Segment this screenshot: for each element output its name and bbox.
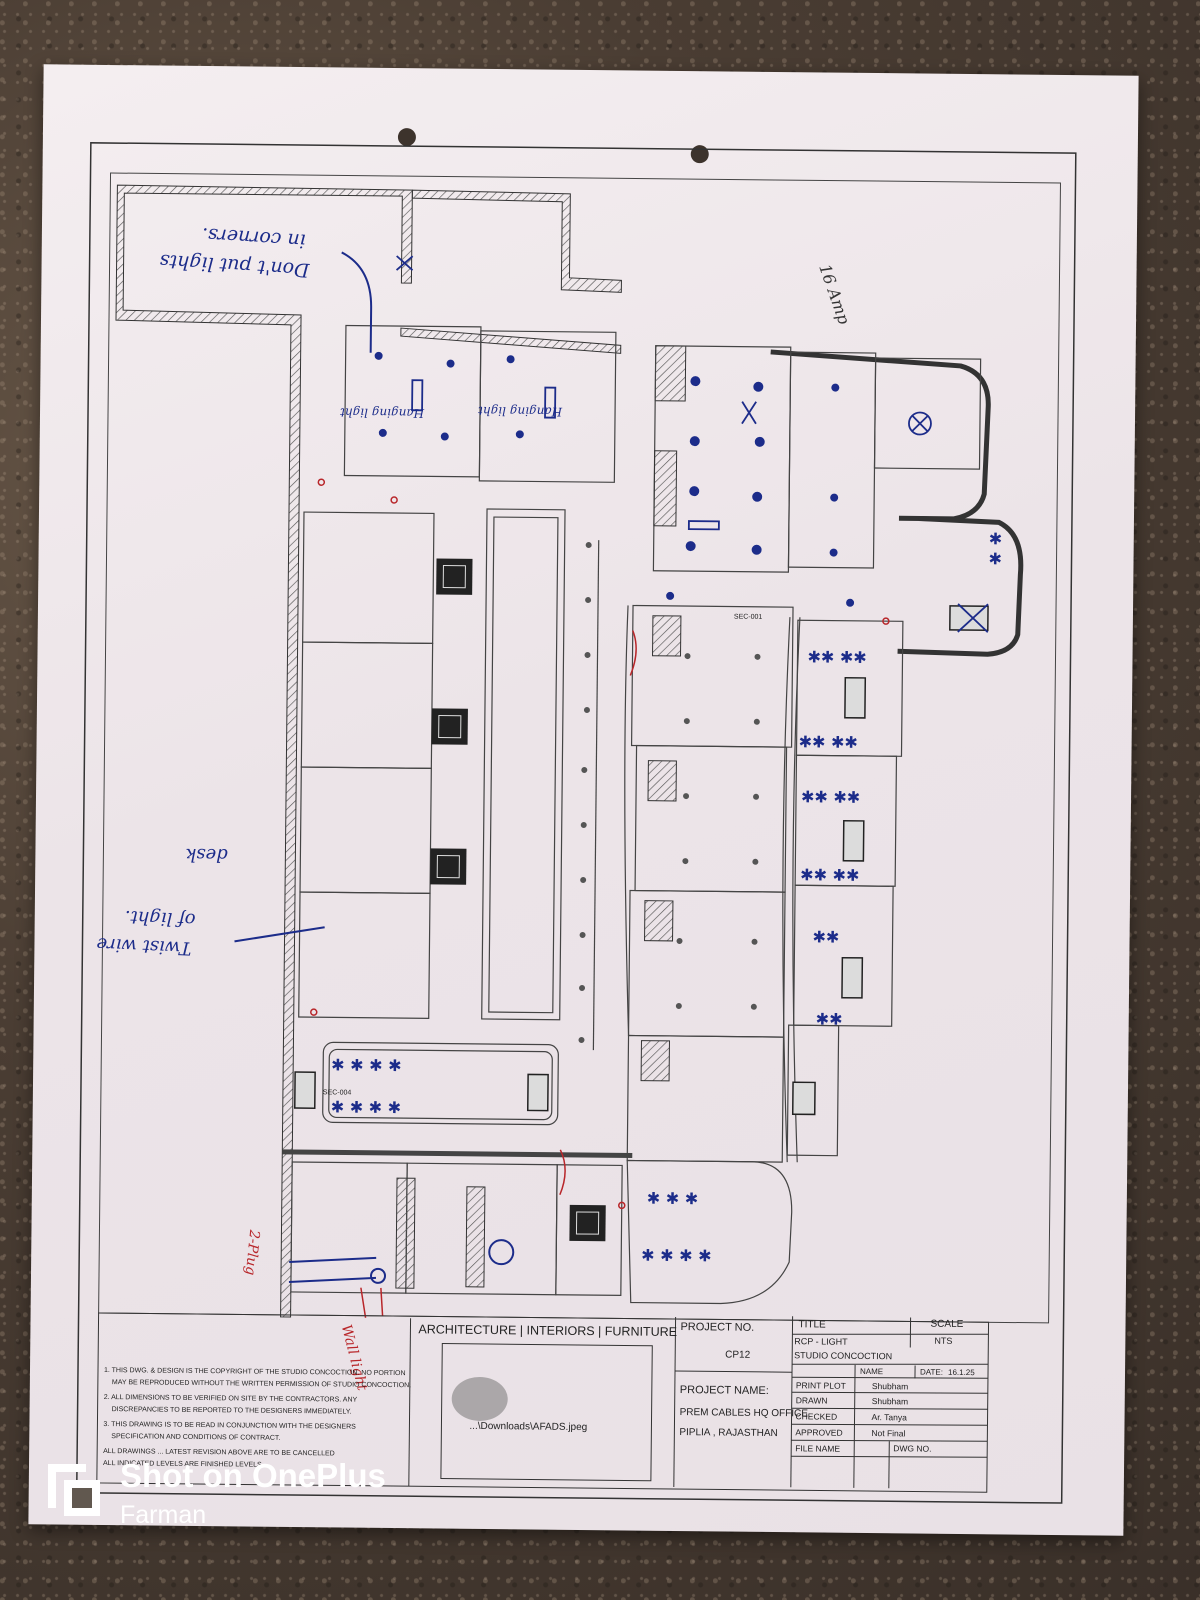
note-line: DISCREPANCIES TO BE REPORTED TO THE DESI… [111, 1405, 352, 1416]
outer-border [75, 142, 1077, 1504]
section-tag-2: SEC-004 [322, 1089, 352, 1097]
row-label-drawn: DRAWN [795, 1395, 828, 1406]
title-block-lines [96, 1312, 990, 1493]
date-label: DATE: [919, 1367, 944, 1377]
svg-text:✱✱ ✱✱: ✱✱ ✱✱ [801, 787, 860, 807]
svg-text:✱ ✱ ✱ ✱: ✱ ✱ ✱ ✱ [331, 1097, 402, 1117]
blueprint-sheet: ✱✱ ✱✱✱✱ ✱✱ ✱✱ ✱✱✱✱ ✱✱ ✱✱✱✱ ✱ ✱ ✱ ✱ ✱ ✱ ✱… [28, 64, 1139, 1536]
oneplus-logo-icon [42, 1458, 106, 1522]
svg-text:✱✱: ✱✱ [812, 927, 839, 946]
row-label-file-name: FILE NAME [795, 1443, 841, 1454]
svg-text:✱ ✱ ✱ ✱: ✱ ✱ ✱ ✱ [641, 1246, 712, 1266]
title-value: RCP - LIGHT [794, 1336, 848, 1347]
row-value-approved: Not Final [871, 1428, 906, 1439]
row-label-print-plot: PRINT PLOT [795, 1380, 846, 1391]
scale-label: SCALE [930, 1318, 964, 1331]
svg-text:✱✱: ✱✱ [816, 1009, 843, 1028]
company-name: STUDIO CONCOCTION [794, 1350, 893, 1362]
project-name-line1: PREM CABLES HQ OFFICE [679, 1407, 809, 1420]
camera-watermark: Shot on OnePlus Farman [42, 1458, 386, 1536]
svg-text:✱✱ ✱✱: ✱✱ ✱✱ [800, 865, 859, 885]
row-value-drawn: Shubham [871, 1396, 909, 1407]
row-value-checked: Ar. Tanya [871, 1412, 907, 1423]
svg-text:✱ ✱ ✱ ✱: ✱ ✱ ✱ ✱ [331, 1055, 402, 1075]
project-no-label: PROJECT NO. [680, 1321, 755, 1334]
ac-units [430, 558, 606, 1242]
row-label-approved: APPROVED [795, 1427, 843, 1438]
svg-text:✱: ✱ [988, 549, 1002, 568]
name-label: NAME [859, 1366, 884, 1377]
svg-text:✱✱ ✱✱: ✱✱ ✱✱ [799, 732, 858, 752]
note-hanging-light-2: Hanging light [477, 403, 563, 419]
note-desk: desk [185, 843, 228, 866]
section-tag-1: SEC-001 [733, 613, 763, 621]
watermark-author: Farman [120, 1501, 207, 1529]
image-caption: ...\Downloads\AFADS.jpeg [469, 1420, 588, 1434]
project-name-line2: PIPLIA , RAJASTHAN [679, 1427, 778, 1440]
floor-plan-drawing: ✱✱ ✱✱✱✱ ✱✱ ✱✱ ✱✱✱✱ ✱✱ ✱✱✱✱ ✱ ✱ ✱ ✱ ✱ ✱ ✱… [75, 142, 1077, 1504]
svg-text:✱ ✱ ✱: ✱ ✱ ✱ [647, 1189, 699, 1209]
svg-text:✱✱ ✱✱: ✱✱ ✱✱ [807, 647, 866, 667]
svg-text:✱: ✱ [989, 529, 1003, 548]
watermark-title: Shot on OnePlus [120, 1457, 386, 1494]
note-twist-wire-1: Twist wire [96, 933, 193, 959]
note-hanging-light-1: Hanging light [339, 405, 425, 421]
firm-tagline: ARCHITECTURE | INTERIORS | FURNITURE [418, 1322, 678, 1340]
note-twist-wire-2: of light. [124, 905, 196, 931]
scale-value: NTS [934, 1335, 953, 1346]
row-label-checked: CHECKED [795, 1411, 838, 1422]
note-line: SPECIFICATION AND CONDITIONS OF CONTRACT… [111, 1432, 281, 1442]
dwg-no-label: DWG NO. [893, 1443, 932, 1454]
title-label: TITLE [798, 1319, 826, 1331]
date-value: 16.1.25 [947, 1367, 975, 1378]
project-name-label: PROJECT NAME: [679, 1384, 769, 1397]
row-value-print-plot: Shubham [871, 1381, 909, 1392]
project-no-value: CP12 [725, 1349, 751, 1361]
